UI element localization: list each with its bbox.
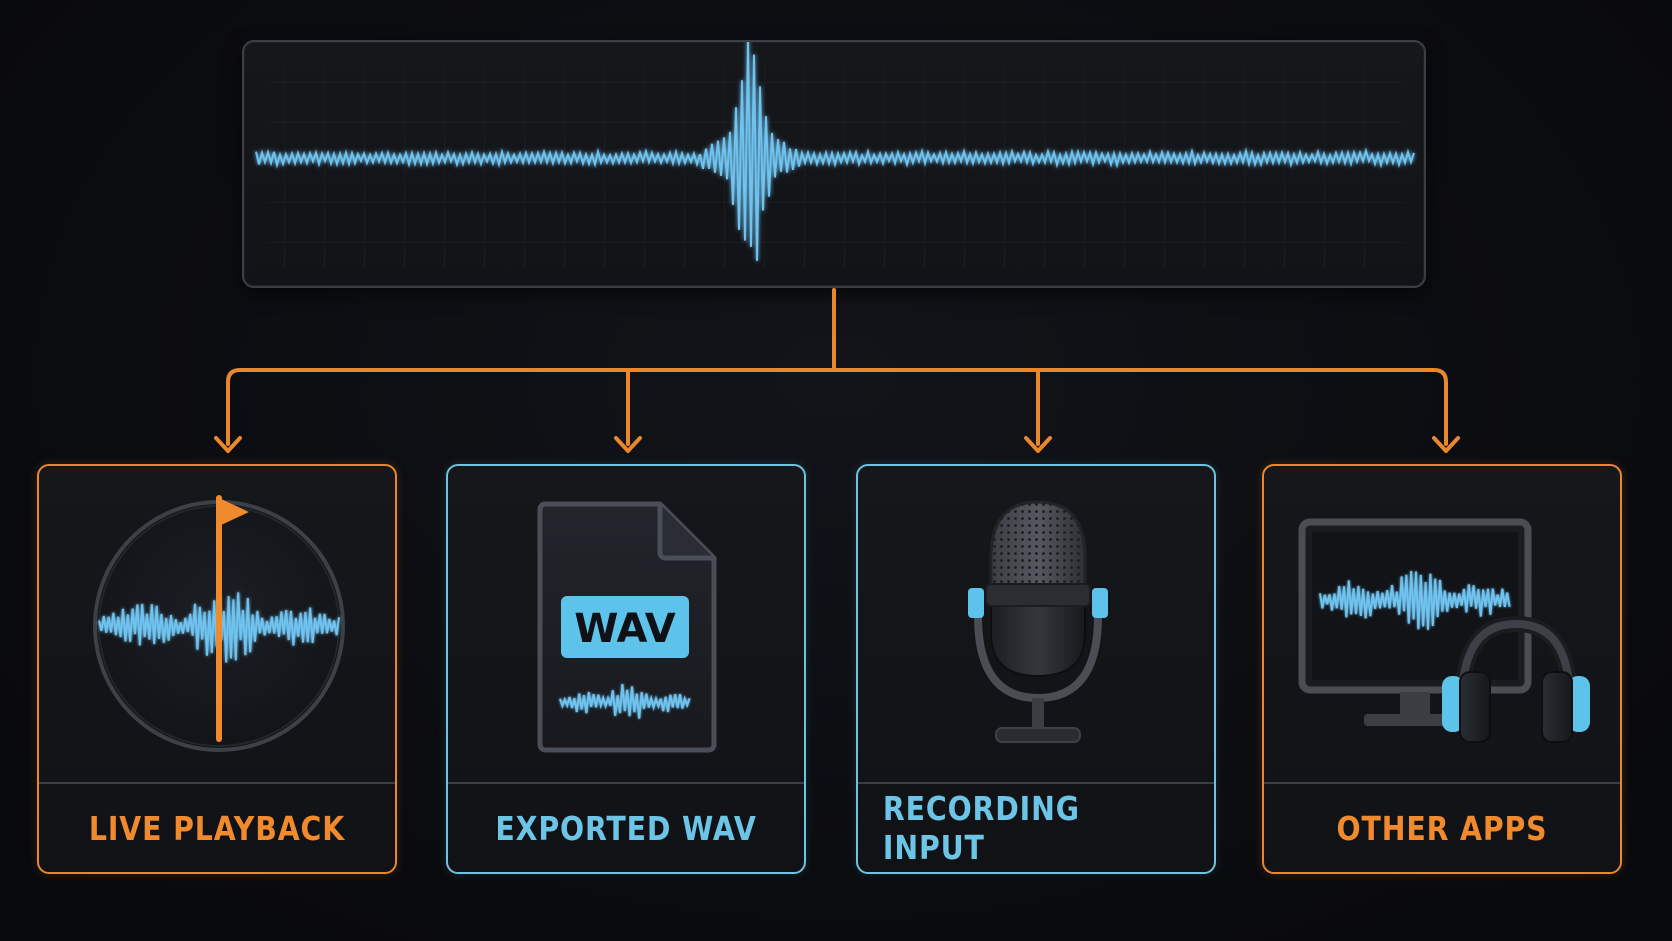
other-apps-card: OTHER APPS xyxy=(1262,464,1622,874)
branch-line xyxy=(226,368,1448,446)
exported-wav-card: WAV EXPORTED WAV xyxy=(446,464,806,874)
headphones-icon xyxy=(1442,615,1590,743)
wav-badge xyxy=(561,596,689,658)
arrow-down-icon xyxy=(1024,436,1052,453)
waveform-icon xyxy=(255,42,1415,268)
card-label: EXPORTED WAV xyxy=(495,808,757,848)
card-label: LIVE PLAYBACK xyxy=(88,808,346,848)
wav-badge-text: WAV xyxy=(574,606,676,652)
playhead-waveform-icon xyxy=(93,495,345,752)
card-label: OTHER APPS xyxy=(1336,808,1548,848)
source-waveform-panel xyxy=(242,40,1426,288)
live-playback-card: LIVE PLAYBACK xyxy=(37,464,397,874)
arrow-down-icon xyxy=(1432,436,1460,453)
waveform-trace xyxy=(255,42,1415,261)
recording-input-card: RECORDING INPUT xyxy=(856,464,1216,874)
monitor-headphones-icon xyxy=(1298,518,1590,743)
arrow-down-icon xyxy=(214,436,242,453)
arrow-down-icon xyxy=(614,436,642,453)
wav-file-icon: WAV xyxy=(537,501,717,753)
playhead-flag-icon xyxy=(219,498,249,526)
microphone-icon xyxy=(968,500,1108,743)
card-label: RECORDING INPUT xyxy=(882,789,1080,867)
